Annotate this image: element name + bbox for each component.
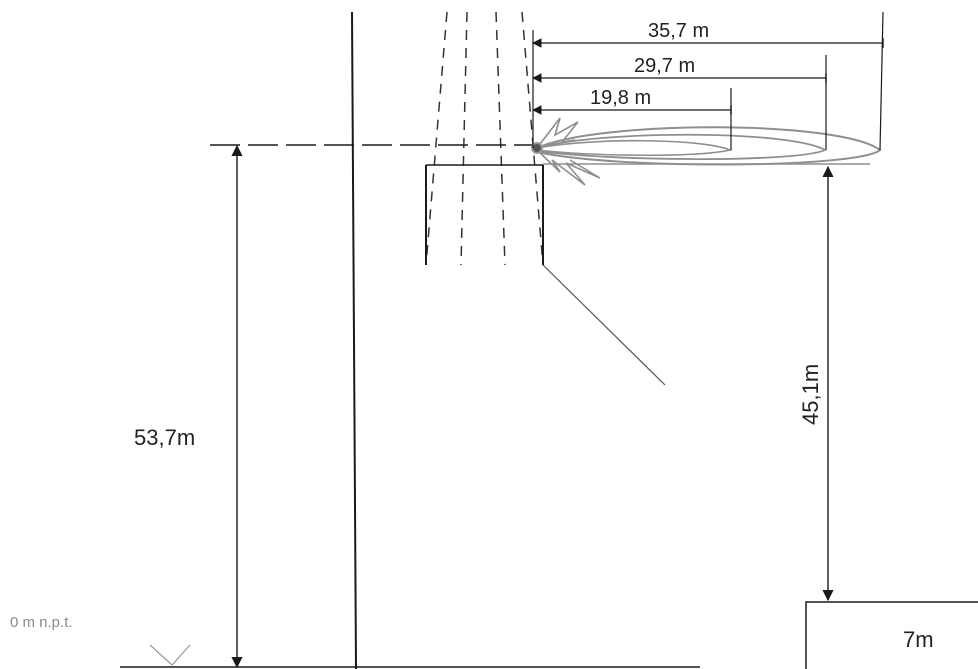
tower-dashed-leg-left <box>425 11 448 266</box>
ground-reference: 0 m n.p.t. <box>10 614 700 668</box>
building-outline <box>805 601 978 669</box>
vertical-mid-dimension: 45,1m <box>798 165 834 602</box>
vertical-total-dimension: 53,7m <box>134 144 243 669</box>
dim-29-label: 29,7 m <box>634 55 695 77</box>
side-lobes <box>536 117 601 186</box>
building-height-label: 7m <box>903 627 934 652</box>
main-lobe-mid <box>536 133 827 161</box>
tower-mast-line <box>351 11 357 669</box>
diagonal-support-line <box>542 264 666 386</box>
antenna-icon <box>531 142 543 154</box>
main-lobe-outer <box>536 126 882 166</box>
tower-dashed-leg-mid1 <box>460 11 468 266</box>
radiation-pattern <box>531 117 882 186</box>
ground-level-label: 0 m n.p.t. <box>10 614 73 631</box>
dim-45-label: 45,1m <box>798 364 823 425</box>
building: 7m <box>805 601 978 669</box>
main-lobe-inner <box>536 139 733 157</box>
tower-dashed-leg-mid2 <box>495 11 506 266</box>
dim-35-label: 35,7 m <box>648 20 709 42</box>
dim-35-ext <box>879 11 884 151</box>
horizontal-dimensions: 35,7 m 29,7 m 19,8 m <box>532 11 884 151</box>
tower <box>351 11 666 669</box>
dim-53-label: 53,7m <box>134 425 195 450</box>
ground-level-marker <box>149 644 191 666</box>
dim-19-label: 19,8 m <box>590 87 651 109</box>
